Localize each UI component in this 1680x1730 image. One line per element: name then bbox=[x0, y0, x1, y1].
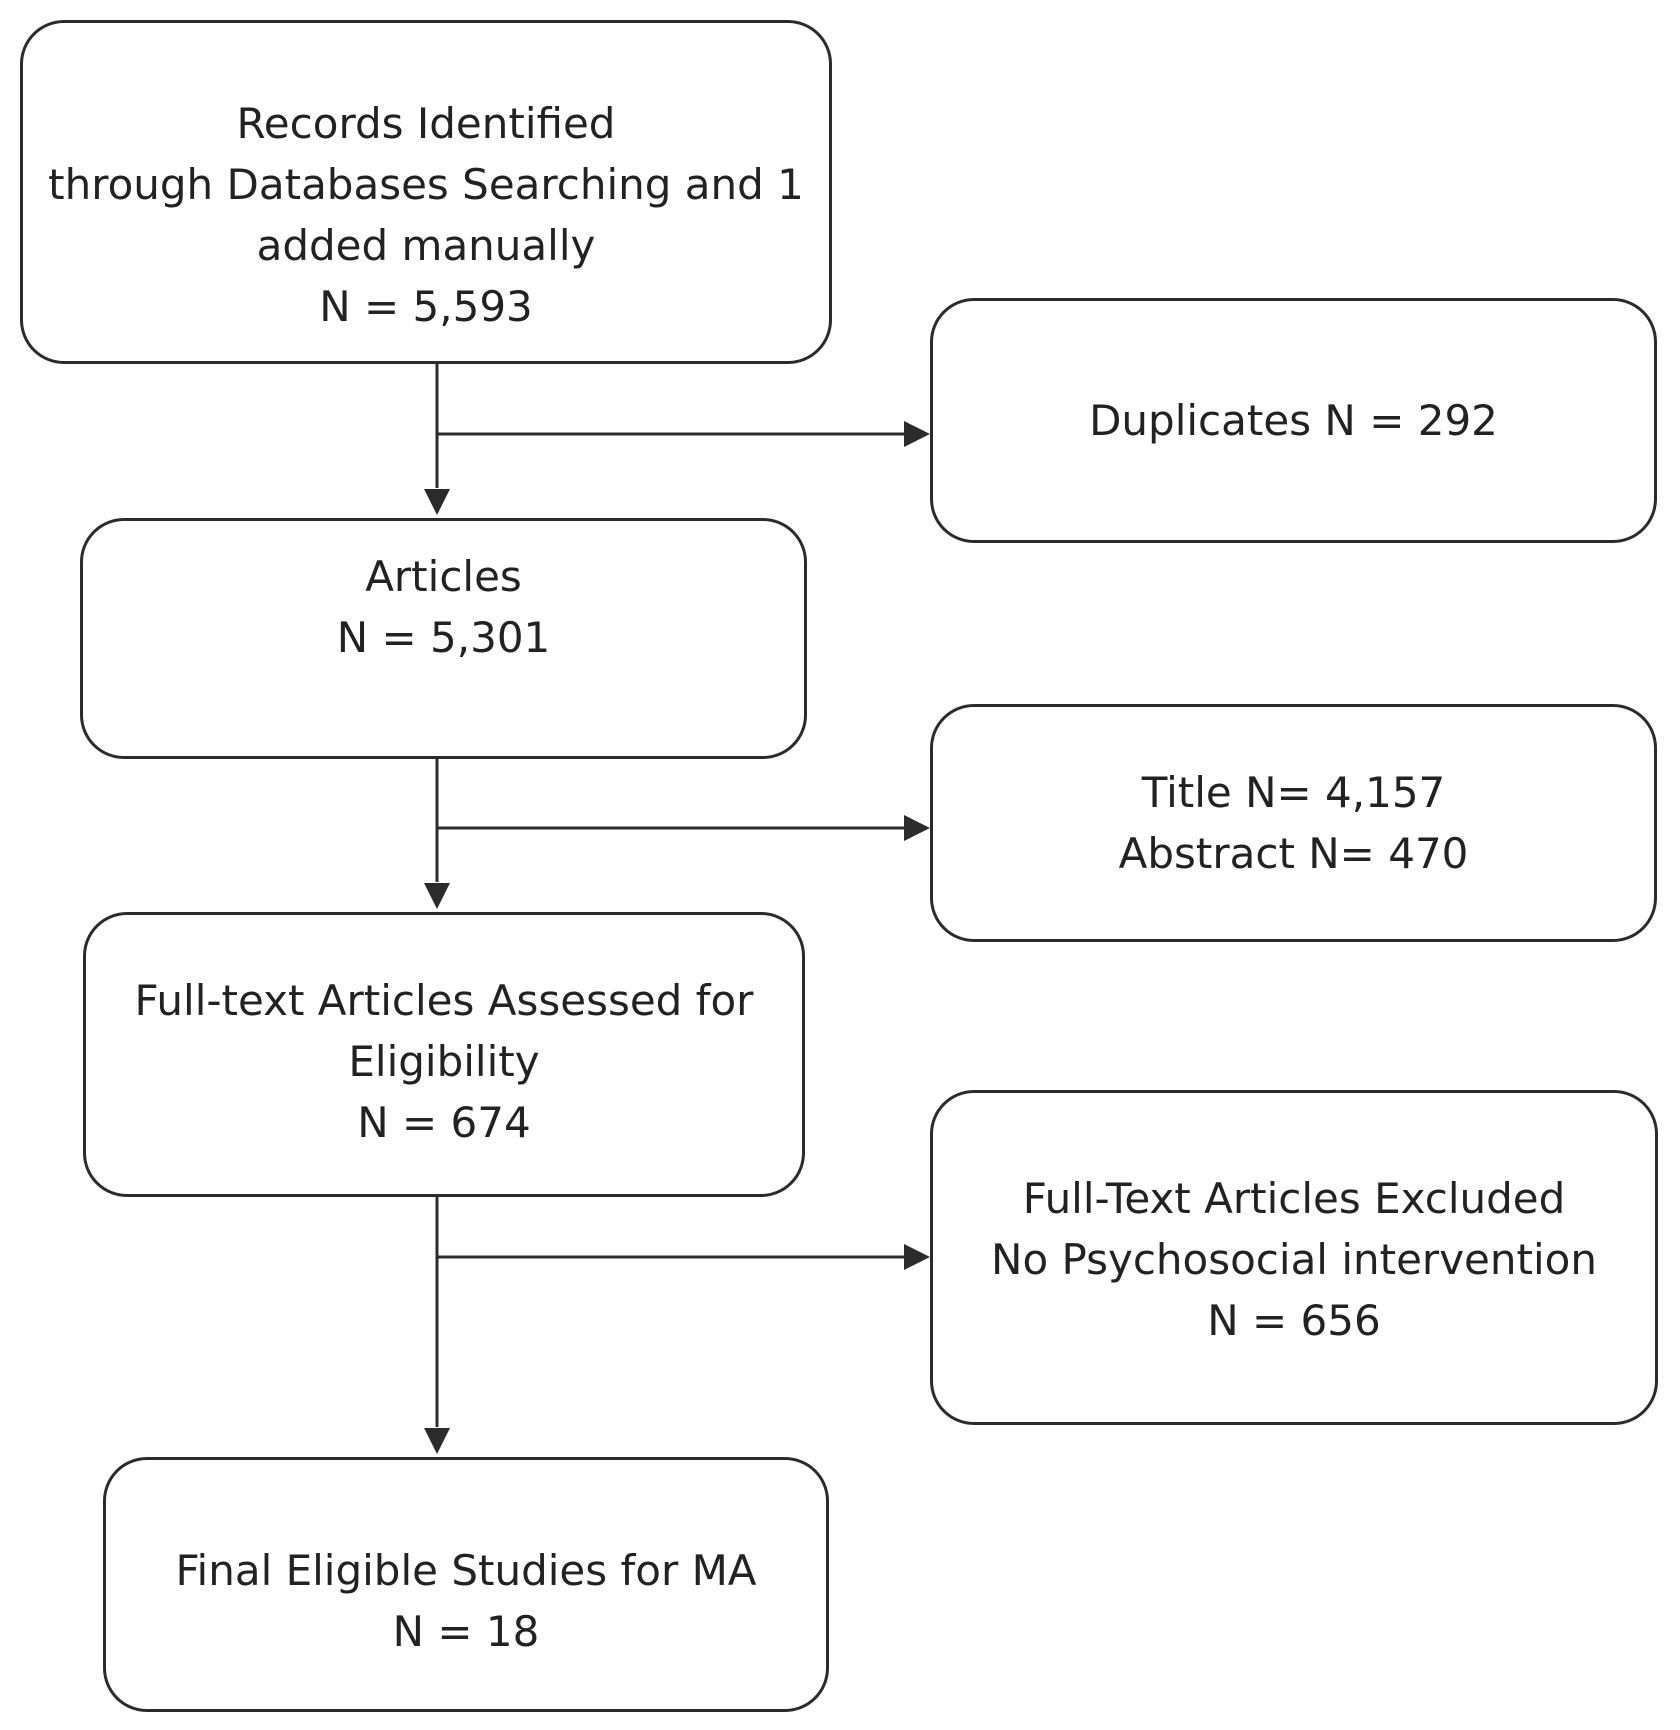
records-identified-box: Records Identified through Databases Sea… bbox=[20, 20, 832, 364]
articles-box: Articles N = 5,301 bbox=[80, 518, 807, 759]
fulltext-line-2: Eligibility bbox=[348, 1037, 540, 1086]
fulltext-assessed-box: Full-text Articles Assessed for Eligibil… bbox=[83, 912, 805, 1197]
arrowhead-duplicates bbox=[904, 421, 930, 447]
arrowhead-articles bbox=[424, 489, 450, 515]
excluded-line-1: Full-Text Articles Excluded bbox=[1022, 1174, 1566, 1223]
title-abstract-excluded-box: Title N= 4,157 Abstract N= 470 bbox=[930, 704, 1657, 942]
arrowhead-fulltext bbox=[424, 883, 450, 909]
articles-count: N = 5,301 bbox=[336, 613, 551, 662]
fulltext-count: N = 674 bbox=[357, 1098, 531, 1147]
articles-label: Articles bbox=[365, 552, 522, 601]
title-excluded-count: Title N= 4,157 bbox=[1141, 768, 1446, 817]
fulltext-excluded-box: Full-Text Articles Excluded No Psychosoc… bbox=[930, 1090, 1658, 1425]
abstract-excluded-count: Abstract N= 470 bbox=[1118, 829, 1469, 878]
records-line-3: added manually bbox=[256, 221, 596, 270]
records-line-1: Records Identified bbox=[236, 99, 616, 148]
final-eligible-box: Final Eligible Studies for MA N = 18 bbox=[103, 1457, 829, 1712]
excluded-count: N = 656 bbox=[1207, 1296, 1381, 1345]
records-line-2: through Databases Searching and 1 bbox=[48, 160, 804, 209]
arrowhead-excluded bbox=[904, 1244, 930, 1270]
final-count: N = 18 bbox=[392, 1607, 540, 1656]
final-label: Final Eligible Studies for MA bbox=[175, 1546, 757, 1595]
duplicates-box: Duplicates N = 292 bbox=[930, 298, 1657, 543]
arrowhead-final bbox=[424, 1428, 450, 1454]
excluded-line-2: No Psychosocial intervention bbox=[991, 1235, 1597, 1284]
arrowhead-title-abstract bbox=[904, 815, 930, 841]
fulltext-line-1: Full-text Articles Assessed for bbox=[134, 976, 754, 1025]
records-count: N = 5,593 bbox=[319, 282, 533, 331]
duplicates-label: Duplicates N = 292 bbox=[1089, 396, 1498, 445]
